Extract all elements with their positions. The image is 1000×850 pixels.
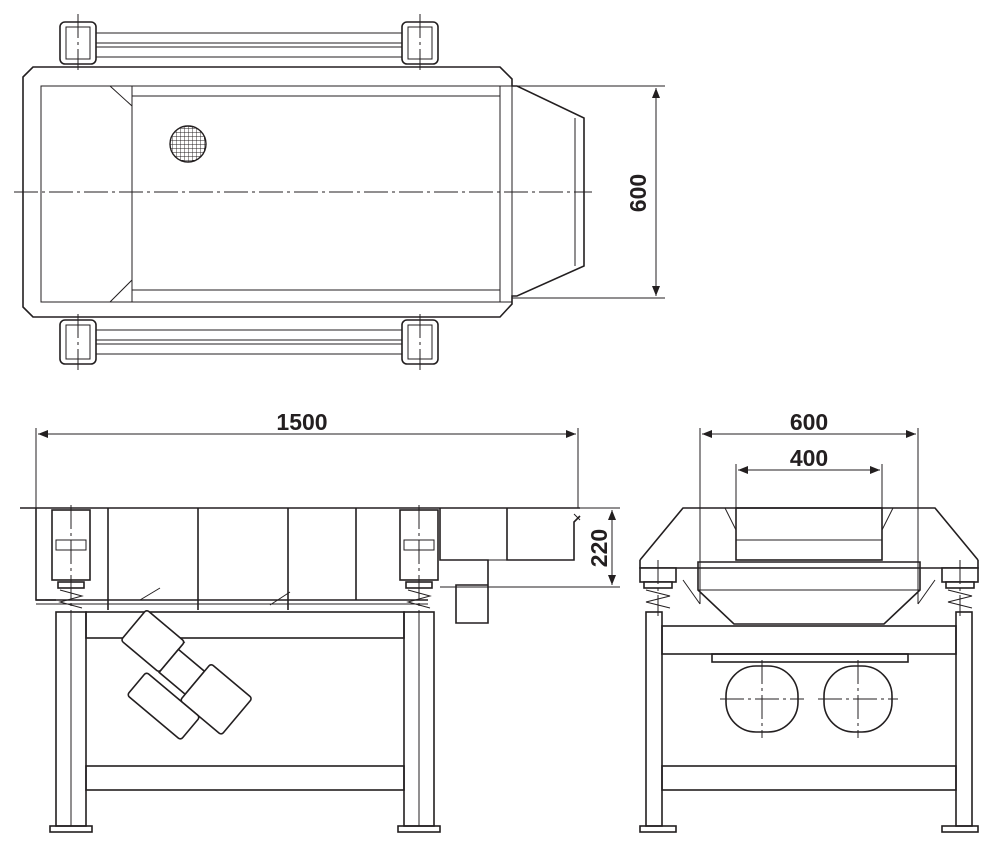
- top-lower-rail: [59, 314, 439, 370]
- end-left-spring: [639, 560, 677, 616]
- dim-side-height: 220: [586, 529, 612, 567]
- top-upper-rail: [59, 14, 439, 70]
- end-right-spring: [941, 560, 979, 616]
- side-view: 1500 220: [20, 409, 620, 833]
- side-left-mount: [51, 505, 91, 616]
- dim-end-width: 600: [790, 409, 828, 435]
- top-dimension: 600: [512, 85, 665, 299]
- side-height-dimension: 220: [440, 507, 620, 588]
- dim-end-inner-width: 400: [790, 445, 828, 471]
- dim-side-length: 1500: [276, 409, 327, 435]
- end-width-dimension: 600: [699, 409, 919, 508]
- end-view: 600 400: [639, 409, 979, 833]
- side-right-mount: [399, 505, 439, 616]
- end-vibration-motors: [720, 660, 898, 738]
- top-view: 600: [14, 14, 665, 370]
- mesh-port-icon: [169, 125, 207, 163]
- top-body-outline: [22, 66, 585, 318]
- side-vibration-motors: [121, 610, 252, 740]
- end-inner-dimension: 400: [735, 445, 883, 530]
- side-length-dimension: 1500: [35, 409, 579, 508]
- dim-top-width: 600: [625, 174, 651, 212]
